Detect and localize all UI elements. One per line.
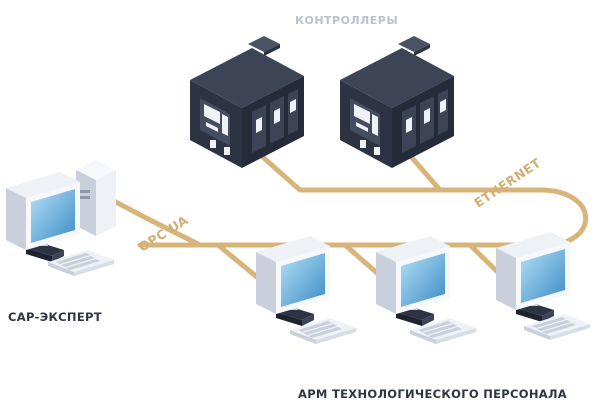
- controller-2: [340, 36, 454, 168]
- operator-stations-label: АРМ ТЕХНОЛОГИЧЕСКОГО ПЕРСОНАЛА: [298, 387, 567, 401]
- sar-expert-label: САР-ЭКСПЕРТ: [8, 310, 102, 324]
- system-unit: [76, 160, 116, 236]
- ethernet-label: ETHERNET: [471, 155, 543, 211]
- controller-1: [190, 36, 304, 168]
- opc-ua-cable: [109, 197, 203, 248]
- controllers-label: КОНТРОЛЛЕРЫ: [295, 14, 398, 27]
- operator-station-2: [376, 236, 476, 344]
- operator-station-3: [496, 232, 590, 340]
- operator-station-1: [256, 236, 356, 344]
- ethernet-bus-cable: [137, 141, 589, 248]
- sar-expert-station: [6, 160, 116, 276]
